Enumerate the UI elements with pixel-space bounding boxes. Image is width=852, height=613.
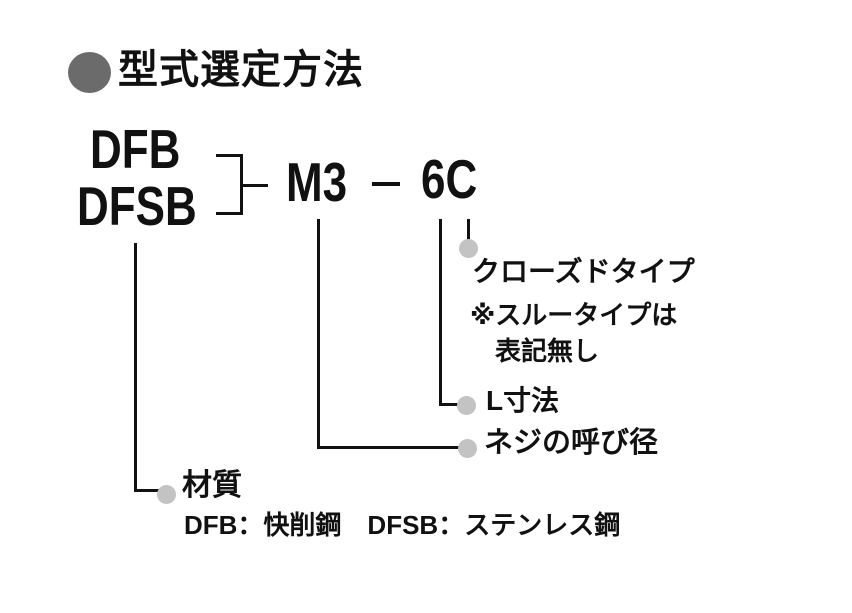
connector-ldim-vertical [439, 219, 442, 406]
bracket-line-top [216, 154, 243, 157]
connector-thread-horizontal [317, 446, 461, 449]
material-label: 材質 [182, 469, 242, 502]
thread-diameter-label: ネジの呼び径 [484, 427, 659, 459]
connector-thread-vertical [317, 219, 320, 449]
closed-type-note-line2: 表記無し [495, 336, 600, 366]
connector-material-vertical [134, 243, 137, 492]
bracket-line-bottom [216, 212, 243, 215]
material-dot-icon [157, 485, 176, 504]
material-detail: DFB：快削鋼 DFSB：ステンレス鋼 [184, 510, 621, 540]
l-dimension-label: L寸法 [486, 385, 560, 416]
model-series-dfsb: DFSB [77, 175, 197, 237]
l-dimension-dot-icon [457, 396, 476, 415]
connector-closed-vertical [467, 219, 470, 242]
model-separator-dash [372, 182, 400, 186]
model-series-dfb: DFB [90, 118, 181, 180]
page-title: 型式選定方法 [118, 48, 364, 92]
closed-type-label: クローズドタイプ [472, 256, 695, 287]
connector-ldim-horizontal [439, 403, 462, 406]
connector-material-horizontal [134, 489, 161, 492]
model-thread-size: M3 [286, 151, 348, 213]
model-suffix: 6C [421, 148, 478, 210]
closed-type-note-line1: ※スルータイプは [470, 300, 678, 330]
thread-diameter-dot-icon [458, 439, 477, 458]
closed-type-dot-icon [459, 239, 478, 258]
header-bullet-icon [68, 52, 111, 93]
bracket-line-middle [240, 184, 268, 187]
